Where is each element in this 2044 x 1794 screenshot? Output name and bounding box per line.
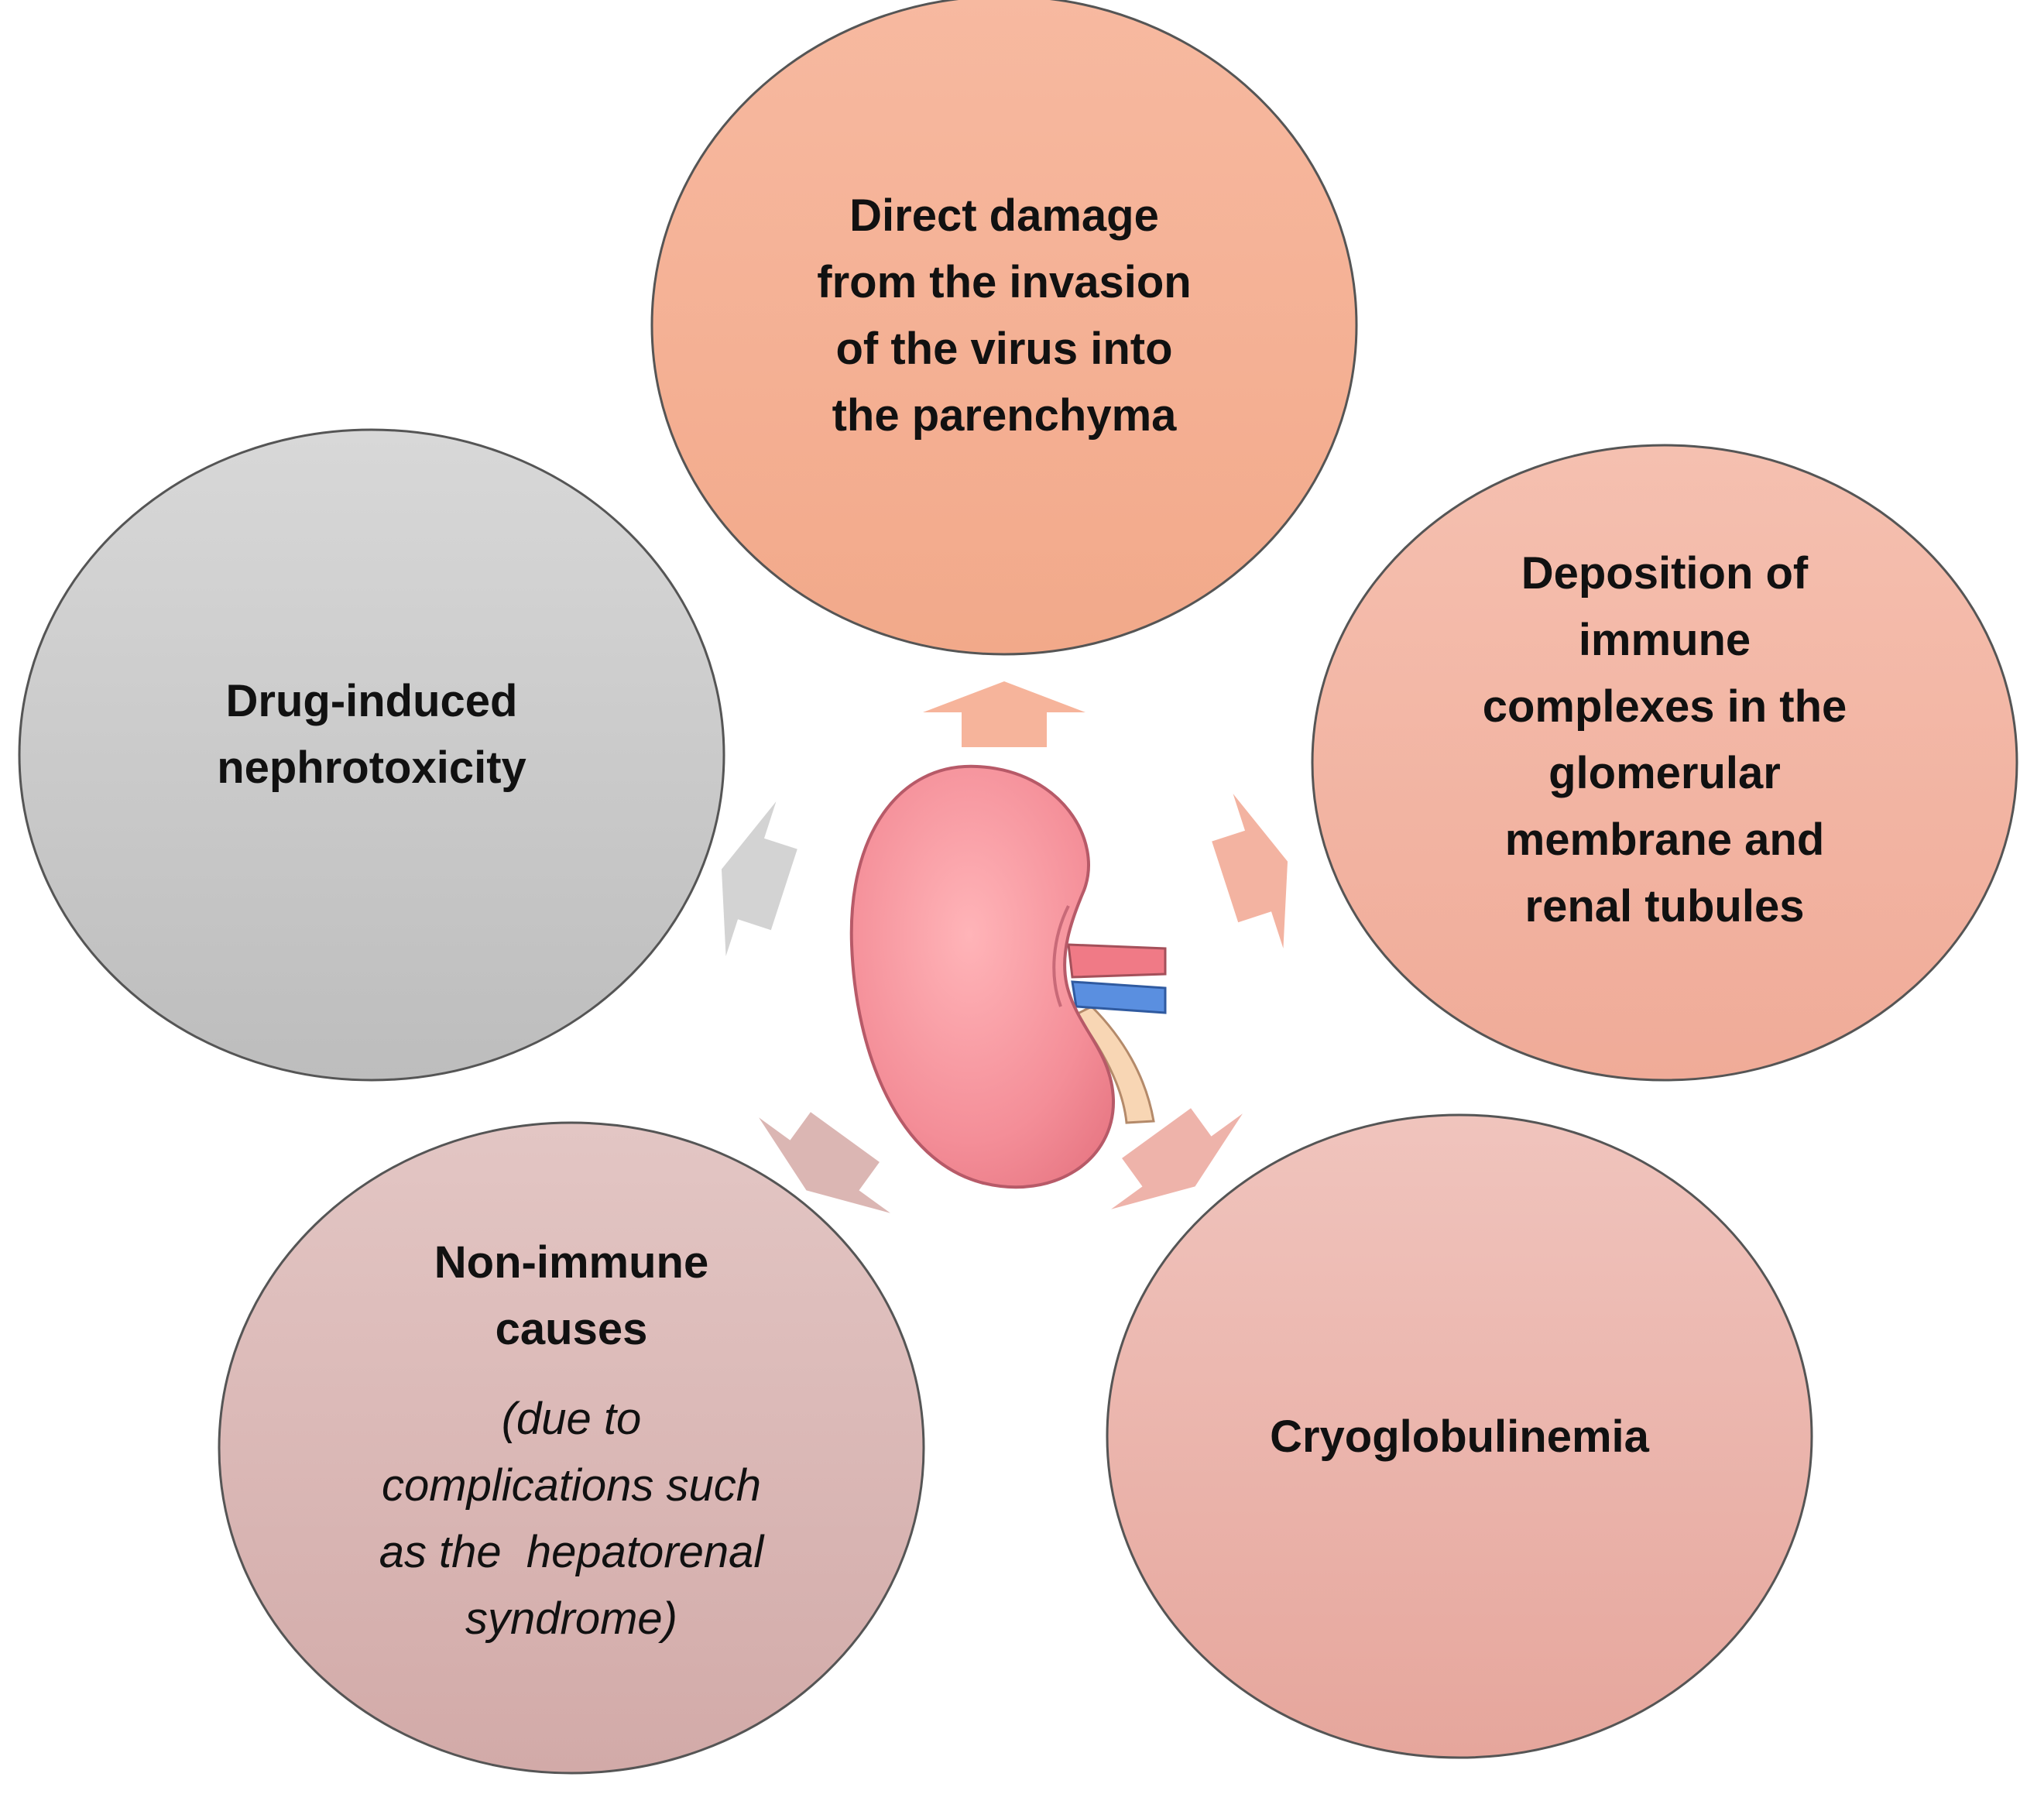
node-immune-complexes: Deposition of immune complexes in the glome… bbox=[1311, 444, 2018, 1082]
artery-icon bbox=[1067, 943, 1167, 979]
node-label-line: Direct damage bbox=[849, 190, 1159, 241]
node-label-line: Drug-induced bbox=[226, 676, 518, 726]
node-label-line: from the invasion bbox=[817, 257, 1191, 307]
arrow-to-non-immune bbox=[759, 1112, 890, 1213]
node-label-line: renal tubules bbox=[1525, 881, 1805, 931]
arrow-to-immune-complexes bbox=[1212, 794, 1288, 948]
node-label-line: Cryoglobulinemia bbox=[1270, 1412, 1650, 1462]
arrow-to-drug-induced bbox=[721, 801, 797, 956]
node-label-line: membrane and bbox=[1505, 815, 1825, 865]
node-label-line: glomerular bbox=[1548, 748, 1781, 798]
node-circle bbox=[18, 428, 725, 1082]
node-circle bbox=[650, 0, 1358, 656]
node-note-line: as the hepatorenal bbox=[379, 1527, 766, 1577]
node-label-line: of the virus into bbox=[836, 324, 1173, 374]
node-note-line: complications such bbox=[382, 1460, 761, 1511]
node-note-line: syndrome) bbox=[465, 1593, 677, 1644]
kidney-body bbox=[849, 764, 1116, 1189]
kidney-icon bbox=[849, 764, 1167, 1189]
node-label-line: immune bbox=[1579, 615, 1751, 665]
node-label-line: causes bbox=[496, 1304, 648, 1354]
node-circle bbox=[218, 1121, 925, 1775]
arrow-to-cryoglobulinemia bbox=[1111, 1108, 1243, 1209]
node-cryoglobulinemia: Cryoglobulinemia bbox=[1106, 1113, 1813, 1759]
node-label-line: the parenchyma bbox=[832, 390, 1178, 441]
node-circle bbox=[1311, 444, 2018, 1082]
node-label-line: Non-immune bbox=[434, 1237, 708, 1288]
node-circle bbox=[1106, 1113, 1813, 1759]
node-label-line: nephrotoxicity bbox=[217, 743, 526, 793]
vein-icon bbox=[1071, 980, 1167, 1014]
node-direct-damage: Direct damage from the invasion of the vir… bbox=[650, 0, 1358, 656]
node-note-line: (due to bbox=[502, 1394, 642, 1444]
node-label-line: complexes in the bbox=[1483, 681, 1847, 732]
node-label-line: Deposition of bbox=[1521, 548, 1809, 599]
node-non-immune: Non-immune causes (due to complications suc… bbox=[218, 1121, 925, 1775]
node-drug-induced: Drug-induced nephrotoxicity bbox=[18, 428, 725, 1082]
arrow-to-direct-damage bbox=[923, 681, 1085, 747]
